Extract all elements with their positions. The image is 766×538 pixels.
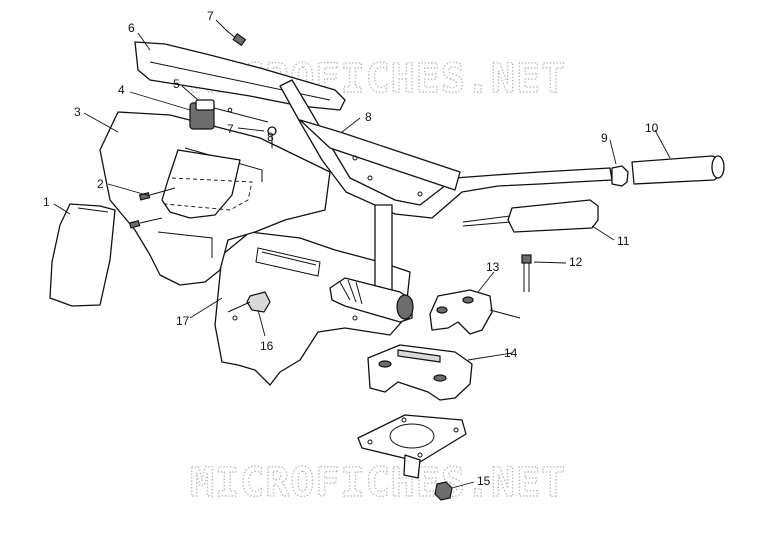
callout-11: 11 [617,234,630,248]
watermark-bottom: MICROFICHES.NET [190,460,566,506]
top-screw [225,29,247,47]
callout-9: 9 [601,131,608,145]
flange-nut [434,481,453,501]
callout-2: 2 [97,177,104,191]
mid-screw [267,126,277,148]
callout-8-mid: 8 [267,130,274,144]
callout-5: 5 [173,77,180,91]
steering-post [329,204,414,323]
clamp-bolt [521,254,532,292]
leader-lines [53,19,671,489]
callout-6: 6 [128,21,135,35]
right-grip [631,155,725,185]
headlight-pod [99,111,331,286]
upper-clamp [429,289,521,335]
switch-housing [189,99,269,130]
left-grip [462,199,599,233]
callout-4: 4 [118,83,125,97]
callout-12: 12 [569,255,583,269]
callout-3: 3 [74,105,81,119]
callout-13: 13 [486,260,500,274]
callout-17: 17 [176,314,190,328]
callout-7-top: 7 [207,9,214,23]
retainer-clip [227,291,271,313]
lower-body-panel [214,231,411,386]
lower-clamp [367,344,473,401]
callout-1: 1 [43,195,50,209]
side-panel [49,203,116,307]
grip-end-cap [611,165,629,187]
callout-7-mid: 7 [227,122,234,136]
callout-8-handlebar: 8 [365,110,372,124]
base-plate [357,414,467,479]
callout-labels: 1 2 3 4 5 6 7 7 8 8 9 10 11 12 13 14 15 … [43,9,659,488]
side-screws [128,187,176,229]
callout-14: 14 [504,346,518,360]
callout-15: 15 [477,474,491,488]
callout-10: 10 [645,121,659,135]
callout-16: 16 [260,339,274,353]
